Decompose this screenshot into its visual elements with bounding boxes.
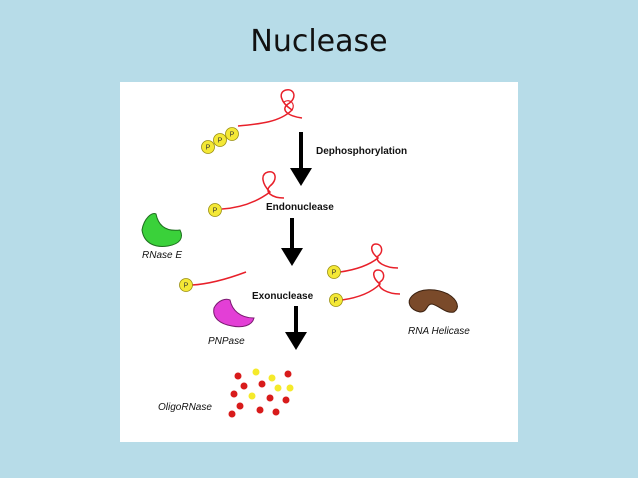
cleaved-rna-fragment: P <box>329 269 401 307</box>
phosphate-group: P P P <box>201 127 239 154</box>
phosphate-label: P <box>218 138 223 145</box>
enzyme-label-pnpase: PNPase <box>208 336 245 347</box>
step-label-endonuclease: Endonuclease <box>266 202 334 213</box>
slide-title: Nuclease <box>250 24 388 59</box>
cleaved-rna-fragment: P <box>327 243 399 279</box>
rnase-e-enzyme-icon <box>141 213 182 247</box>
enzyme-label-oligo-rnase: OligoRNase <box>158 402 212 413</box>
enzyme-label-rnase-e: RNase E <box>142 250 182 261</box>
enzyme-label-rna-helicase: RNA Helicase <box>408 326 470 337</box>
phosphate-label: P <box>213 208 218 215</box>
arrow-down-icon <box>281 218 303 266</box>
rna-degradation-diagram: P P P Dephosphorylation P Endonuclease R… <box>141 89 470 418</box>
step-label-exonuclease: Exonuclease <box>252 291 314 302</box>
triphosphate-rna: P P P <box>201 89 303 154</box>
arrow-down-icon <box>285 306 307 350</box>
diagram-panel: P P P Dephosphorylation P Endonuclease R… <box>120 82 518 442</box>
phosphate-label: P <box>184 283 189 290</box>
phosphate-label: P <box>206 145 211 152</box>
phosphate-label: P <box>230 132 235 139</box>
oligonucleotide-fragments <box>228 368 294 418</box>
phosphate-label: P <box>334 298 339 305</box>
rna-helicase-enzyme-icon <box>408 289 458 313</box>
cleaved-rna-fragment: P <box>179 271 247 292</box>
monophosphate-rna: P <box>208 171 285 217</box>
phosphate-label: P <box>332 270 337 277</box>
step-label-dephosphorylation: Dephosphorylation <box>316 146 407 157</box>
pnpase-enzyme-icon <box>213 298 255 328</box>
arrow-down-icon <box>290 132 312 186</box>
